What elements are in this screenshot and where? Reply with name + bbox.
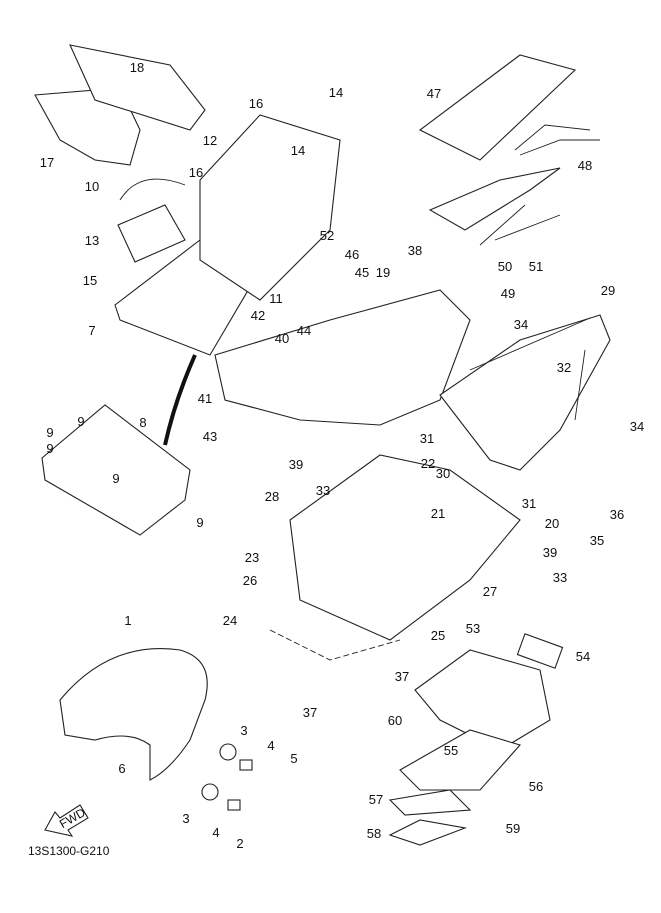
callout-3: 3 — [182, 811, 189, 826]
callout-23: 23 — [245, 550, 259, 565]
callout-8: 8 — [139, 415, 146, 430]
pliers-48 — [514, 124, 600, 156]
callout-48: 48 — [578, 158, 592, 173]
assembly-line — [269, 629, 401, 661]
callout-1: 1 — [124, 613, 131, 628]
rear-fender-53 — [414, 649, 551, 751]
callout-13: 13 — [85, 233, 99, 248]
seat-pad-18 — [69, 44, 206, 131]
callout-26: 26 — [243, 573, 257, 588]
collars-3-4-5 — [201, 743, 253, 811]
callout-32: 32 — [557, 360, 571, 375]
callout-9: 9 — [196, 515, 203, 530]
callout-12: 12 — [203, 133, 217, 148]
callout-45: 45 — [355, 265, 369, 280]
callout-43: 43 — [203, 429, 217, 444]
reflector-57-58 — [388, 789, 472, 846]
callout-31: 31 — [420, 431, 434, 446]
callout-18: 18 — [130, 60, 144, 75]
callout-4: 4 — [267, 738, 274, 753]
front-fender-1 — [59, 648, 208, 781]
seat-frame — [199, 114, 341, 301]
callout-56: 56 — [529, 779, 543, 794]
callout-53: 53 — [466, 621, 480, 636]
callout-7: 7 — [88, 323, 95, 338]
callout-11: 11 — [269, 291, 283, 306]
callout-6: 6 — [118, 761, 125, 776]
callout-39: 39 — [543, 545, 557, 560]
callout-44: 44 — [297, 323, 311, 338]
callout-50: 50 — [498, 259, 512, 274]
callout-14: 14 — [291, 143, 305, 158]
tool-case-49 — [428, 167, 561, 231]
callout-5: 5 — [290, 751, 297, 766]
handle-10 — [119, 178, 186, 201]
callout-4: 4 — [212, 825, 219, 840]
tail-cowl-29 — [439, 314, 611, 471]
callout-16: 16 — [249, 96, 263, 111]
license-plate-light-54 — [516, 633, 564, 669]
callout-38: 38 — [408, 243, 422, 258]
callout-37: 37 — [303, 705, 317, 720]
callout-28: 28 — [265, 489, 279, 504]
callout-33: 33 — [553, 570, 567, 585]
callout-60: 60 — [388, 713, 402, 728]
callout-22: 22 — [421, 456, 435, 471]
fwd-arrow-icon: FWD — [44, 804, 89, 837]
callout-3: 3 — [240, 723, 247, 738]
callout-9: 9 — [46, 441, 53, 456]
callout-10: 10 — [85, 179, 99, 194]
rear-frame — [214, 289, 471, 426]
callout-33: 33 — [316, 483, 330, 498]
callout-52: 52 — [320, 228, 334, 243]
callout-24: 24 — [223, 613, 237, 628]
callout-41: 41 — [198, 391, 212, 406]
callout-37: 37 — [395, 669, 409, 684]
tool-bag-47 — [418, 54, 577, 161]
callout-51: 51 — [529, 259, 543, 274]
callout-19: 19 — [376, 265, 390, 280]
callout-59: 59 — [506, 821, 520, 836]
callout-17: 17 — [40, 155, 54, 170]
strap — [163, 354, 197, 446]
callout-25: 25 — [431, 628, 445, 643]
callout-57: 57 — [369, 792, 383, 807]
callout-16: 16 — [189, 165, 203, 180]
callout-40: 40 — [275, 331, 289, 346]
callout-36: 36 — [610, 507, 624, 522]
callout-58: 58 — [367, 826, 381, 841]
callout-46: 46 — [345, 247, 359, 262]
callout-47: 47 — [427, 86, 441, 101]
callout-20: 20 — [545, 516, 559, 531]
callout-35: 35 — [590, 533, 604, 548]
callout-14: 14 — [329, 85, 343, 100]
callout-9: 9 — [112, 471, 119, 486]
callout-29: 29 — [601, 283, 615, 298]
drawing-code: 13S1300-G210 — [28, 844, 110, 858]
callout-27: 27 — [483, 584, 497, 599]
callout-21: 21 — [431, 506, 445, 521]
callout-54: 54 — [576, 649, 590, 664]
tray-underside-9 — [41, 404, 191, 536]
callout-49: 49 — [501, 286, 515, 301]
callout-55: 55 — [444, 743, 458, 758]
callout-39: 39 — [289, 457, 303, 472]
callout-34: 34 — [630, 419, 644, 434]
wrenches-50-51 — [479, 204, 561, 246]
cover-13 — [117, 204, 186, 263]
callout-42: 42 — [251, 308, 265, 323]
callout-9: 9 — [77, 414, 84, 429]
callout-30: 30 — [436, 466, 450, 481]
trim-34 — [469, 317, 591, 421]
callout-15: 15 — [83, 273, 97, 288]
callout-31: 31 — [522, 496, 536, 511]
bracket-56 — [399, 729, 521, 791]
callout-2: 2 — [236, 836, 243, 851]
callout-9: 9 — [46, 425, 53, 440]
callout-34: 34 — [514, 317, 528, 332]
inner-fender-20 — [289, 454, 521, 641]
